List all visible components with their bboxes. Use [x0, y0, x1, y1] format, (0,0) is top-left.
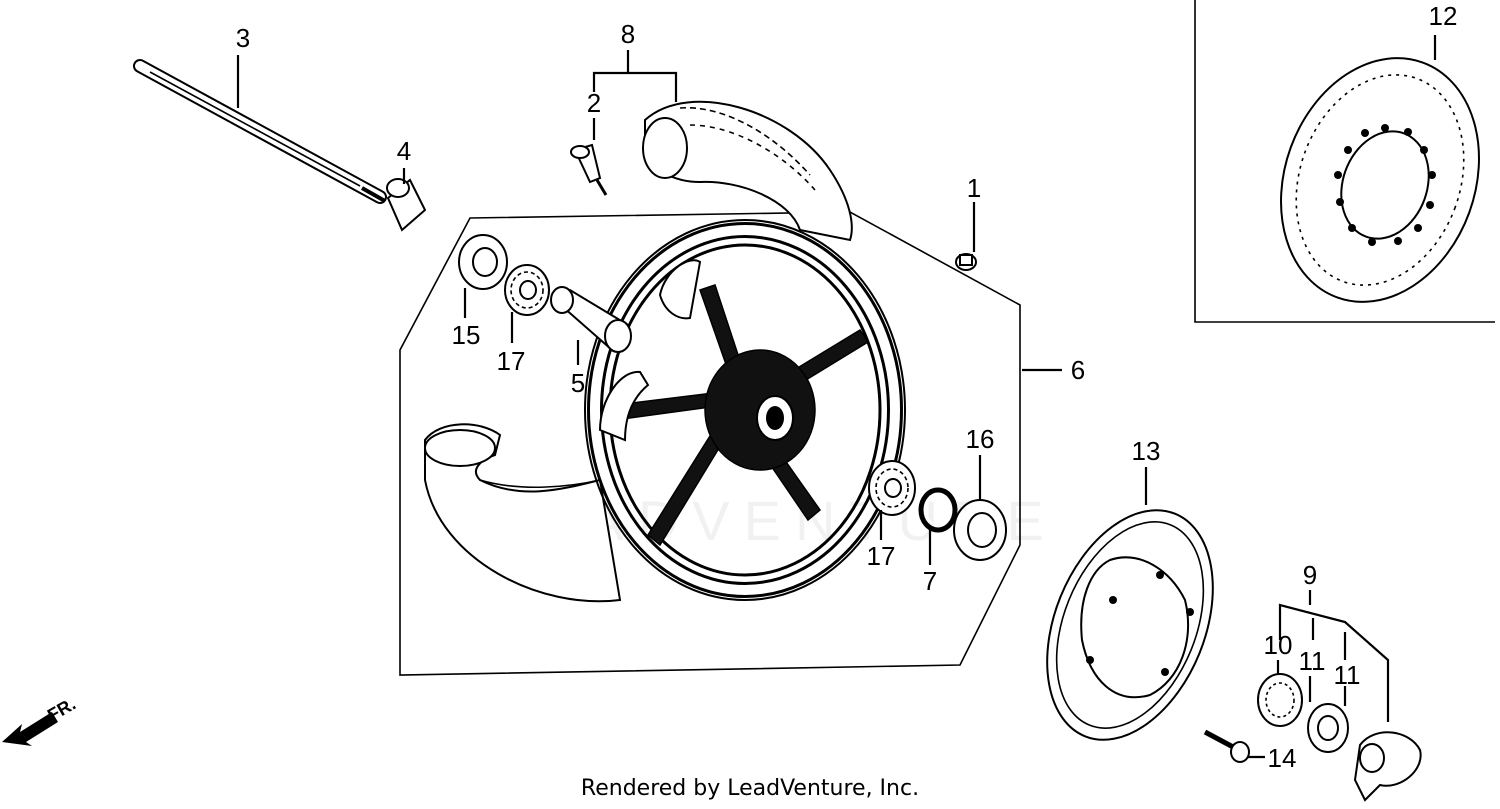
tire-part: [642, 100, 853, 242]
brake-disk-part: [1046, 509, 1214, 741]
leader-lines: [236, 35, 1437, 759]
callout-15: 15: [452, 320, 481, 350]
dust-seal-part: [458, 234, 508, 290]
front-direction-indicator: FR.: [2, 694, 79, 746]
tire-lower-part: [424, 423, 622, 603]
callout-1: 1: [967, 173, 981, 203]
callout-2: 2: [587, 88, 601, 118]
circlip-part: [918, 487, 958, 533]
callout-8: 8: [621, 19, 635, 49]
wheel-rim: [584, 219, 906, 601]
callout-9: 9: [1303, 560, 1317, 590]
axle-part: [133, 59, 387, 204]
bearing-right-part: [868, 460, 916, 516]
collar-part: [386, 178, 427, 232]
inset-frame: [1194, 0, 1495, 323]
callout-12: 12: [1429, 1, 1458, 31]
bearing-left-part: [504, 264, 550, 316]
callout-7: 7: [923, 566, 937, 596]
speedometer-gear-parts: [1257, 673, 1422, 802]
callout-3: 3: [236, 23, 250, 53]
callout-10: 10: [1264, 630, 1293, 660]
front-arrow-icon: [2, 712, 58, 746]
callout-13: 13: [1132, 436, 1161, 466]
dust-seal-right-part: [953, 499, 1007, 561]
callout-17-right: 17: [867, 541, 896, 571]
callout-14: 14: [1268, 743, 1297, 773]
footer-credit: Rendered by LeadVenture, Inc.: [580, 776, 920, 801]
valve-nut-part: [955, 253, 977, 271]
callout-11-a: 11: [1299, 646, 1326, 676]
wheel-assembly-frame: [399, 211, 1021, 676]
callout-5: 5: [571, 368, 585, 398]
callout-6: 6: [1071, 355, 1085, 385]
valve-part: [570, 143, 608, 196]
callout-4: 4: [397, 136, 411, 166]
callout-17-left: 17: [497, 346, 526, 376]
callout-11-b: 11: [1334, 660, 1361, 690]
spacer-part: [550, 286, 632, 353]
callout-16: 16: [966, 424, 995, 454]
callout-labels: 3 4 8 2 1 6 15 17 5 17 7 16 13 12 9 10 1…: [236, 1, 1458, 773]
screw-part: [1203, 729, 1250, 763]
brake-disk-inset-part: [1280, 57, 1480, 303]
